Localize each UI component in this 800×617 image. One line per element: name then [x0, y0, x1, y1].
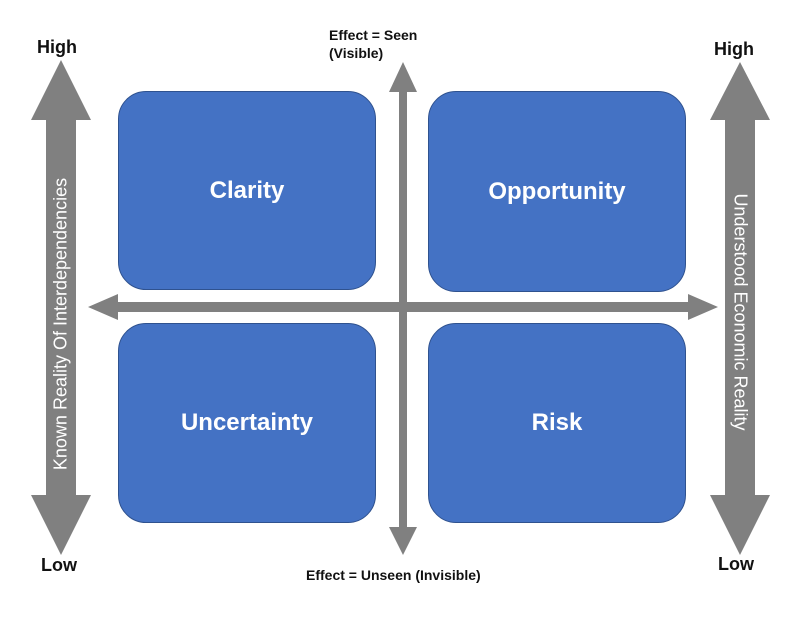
effect-seen-line1: Effect = Seen [329, 27, 418, 43]
left-axis-arrow [31, 60, 91, 555]
right-axis-title: Understood Economic Reality [730, 193, 751, 431]
left-axis-title: Known Reality Of Interdependencies [50, 177, 71, 471]
horizontal-arrow [88, 294, 718, 320]
left-axis-high-label: High [37, 37, 77, 57]
quadrant-clarity-label: Clarity [209, 176, 285, 204]
quadrant-uncertainty-label: Uncertainty [180, 409, 314, 436]
right-axis-arrow [710, 62, 770, 555]
quadrant-uncertainty: Uncertainty [118, 323, 376, 523]
effect-unseen-label: Effect = Unseen (Invisible) [306, 567, 481, 583]
quadrant-risk-label: Risk [531, 409, 583, 436]
quadrant-opportunity: Opportunity [428, 91, 686, 292]
right-axis-high-label: High [714, 39, 754, 59]
right-axis-low-label: Low [718, 554, 754, 574]
quadrant-opportunity-label: Opportunity [488, 177, 626, 205]
quadrant-clarity: Clarity [118, 91, 376, 290]
quadrant-risk: Risk [428, 323, 686, 523]
effect-seen-label: Effect = Seen (Visible) [329, 26, 417, 62]
effect-seen-line2: (Visible) [329, 45, 384, 61]
left-axis-low-label: Low [41, 555, 77, 575]
